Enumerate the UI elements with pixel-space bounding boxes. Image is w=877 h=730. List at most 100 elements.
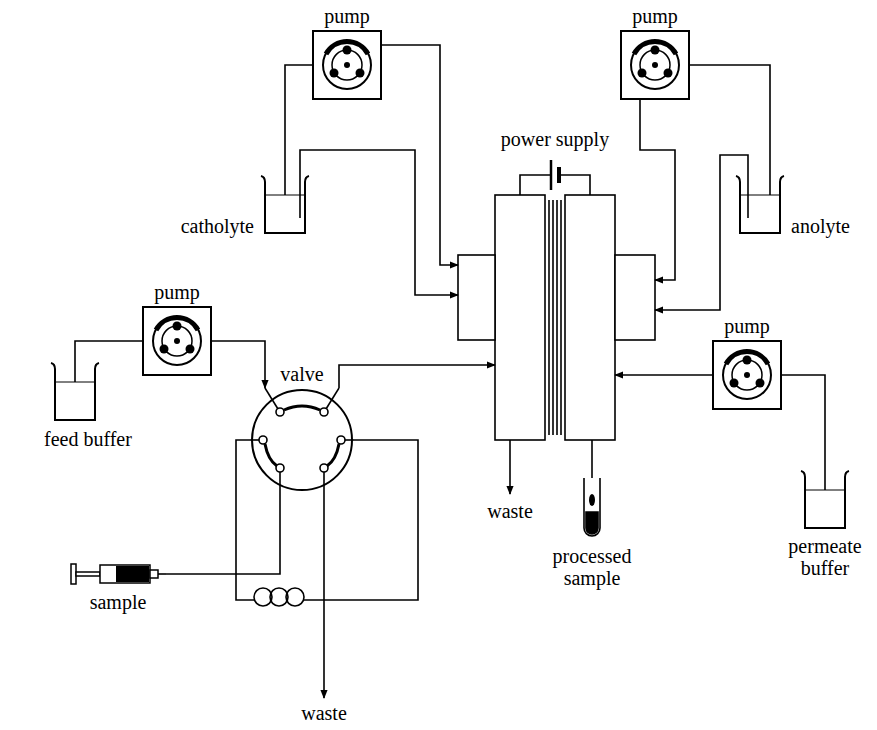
pump-housing [143, 307, 211, 375]
pump-axle [744, 372, 750, 378]
pump-tube [156, 318, 198, 330]
node-label: anolyte [791, 215, 850, 237]
waste-line [509, 440, 511, 494]
tube-connector [166, 492, 280, 574]
liquid-level [805, 490, 845, 491]
node-label: pump [154, 281, 200, 303]
valve-stub [279, 472, 281, 492]
text-label: power supply [501, 128, 609, 150]
drop [589, 494, 595, 506]
pump-roller [664, 69, 673, 78]
syringe-icon [70, 562, 166, 586]
valve-stub [250, 439, 259, 441]
tubing [236, 45, 748, 698]
node-label: pump [632, 5, 678, 27]
valve-node: valve [250, 388, 354, 492]
valve-port [276, 464, 284, 472]
beaker-node: anolyte [735, 175, 785, 235]
valve-groove [265, 444, 277, 466]
valve-icon [250, 388, 354, 492]
catholyte-line [382, 45, 458, 265]
beaker-icon [735, 175, 785, 235]
pump-roller [343, 46, 352, 55]
syringe-node: sample [70, 562, 166, 586]
pump-roller [160, 345, 169, 354]
tube-connector [212, 341, 265, 388]
text-label: waste [301, 702, 347, 724]
valve-port [320, 464, 328, 472]
text-label: processed sample [542, 545, 642, 589]
pump-icon [142, 306, 212, 376]
tube-liquid [586, 512, 598, 534]
pump-icon [620, 30, 690, 100]
cell-block [495, 195, 545, 440]
pump-roller [730, 379, 739, 388]
valve-stub [345, 439, 354, 441]
node-label: valve [280, 363, 323, 385]
pump-tube [326, 42, 368, 54]
valve-groove [327, 444, 339, 466]
catholyte-line [300, 150, 458, 295]
beaker-wall [736, 176, 784, 233]
node-label: sample [90, 591, 147, 613]
electrode-port [615, 255, 655, 340]
power-wire [559, 175, 590, 195]
valve-stub [323, 472, 325, 492]
pump-axle [174, 338, 180, 344]
pump-housing [713, 341, 781, 409]
feed-line [339, 365, 495, 388]
beaker-icon [50, 362, 100, 422]
sample-loop [236, 440, 255, 600]
pump-roller [638, 69, 647, 78]
beaker-node: catholyte [260, 175, 310, 235]
valve-channels [250, 388, 354, 492]
anolyte-line [640, 100, 675, 280]
valve-body [252, 390, 352, 490]
beaker-wall [801, 471, 849, 528]
syringe-tip [150, 570, 158, 578]
pump-head [631, 41, 679, 89]
beaker-node: feed buffer [50, 362, 100, 422]
beaker-node: permeate buffer [800, 470, 850, 530]
node-label: pump [724, 315, 770, 337]
valve-port [259, 436, 267, 444]
pump-roller [743, 356, 752, 365]
pump-axle [344, 62, 350, 68]
pump-node: pump [142, 306, 212, 376]
pump-roller [651, 46, 660, 55]
connectors [75, 65, 825, 574]
plunger-rod [76, 572, 100, 576]
test-tube [584, 478, 600, 536]
waste-line [323, 492, 325, 698]
liquid-level [55, 382, 95, 383]
pump-housing [621, 31, 689, 99]
pump-roller [186, 345, 195, 354]
power-wire [520, 175, 551, 195]
pump-node: pump [312, 30, 382, 100]
syringe-fill [116, 566, 149, 582]
membrane [556, 200, 558, 435]
electrode-port [458, 255, 495, 340]
text-label: waste [487, 500, 533, 522]
pump-tube [726, 352, 768, 364]
pump-node: pump [620, 30, 690, 100]
beaker-icon [800, 470, 850, 530]
valve-ports [259, 408, 345, 472]
valve-port [320, 408, 328, 416]
outlet-line [591, 440, 593, 478]
pump-icon [312, 30, 382, 100]
pump-housing [313, 31, 381, 99]
anolyte-line [655, 155, 748, 310]
valve-port [276, 408, 284, 416]
pump-head [723, 351, 771, 399]
membrane [560, 200, 562, 435]
syringe-barrel [100, 565, 150, 583]
pump-tube [634, 42, 676, 54]
pump-node: pump [712, 340, 782, 410]
node-label: permeate buffer [777, 535, 873, 579]
valve-groove [284, 406, 320, 410]
pump-roller [173, 322, 182, 331]
pump-head [153, 317, 201, 365]
node-label: feed buffer [44, 428, 132, 450]
